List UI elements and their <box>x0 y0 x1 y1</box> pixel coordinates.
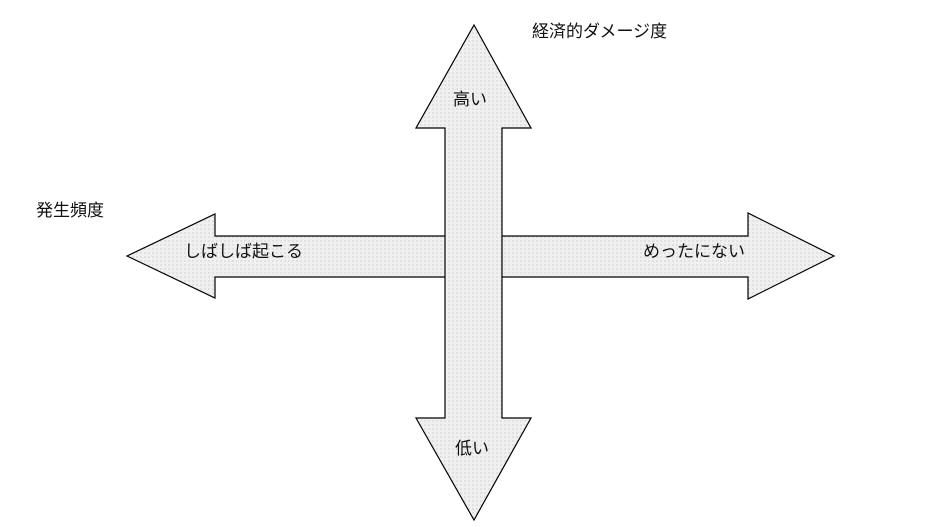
left-label: しばしば起こる <box>184 242 303 262</box>
bottom-label: 低い <box>455 439 489 459</box>
vertical-double-arrow <box>414 23 533 522</box>
right-label: めったにない <box>643 242 745 262</box>
vertical-axis-title: 経済的ダメージ度 <box>532 22 668 42</box>
top-label: 高い <box>453 90 487 110</box>
horizontal-axis-title: 発生頻度 <box>36 201 104 221</box>
